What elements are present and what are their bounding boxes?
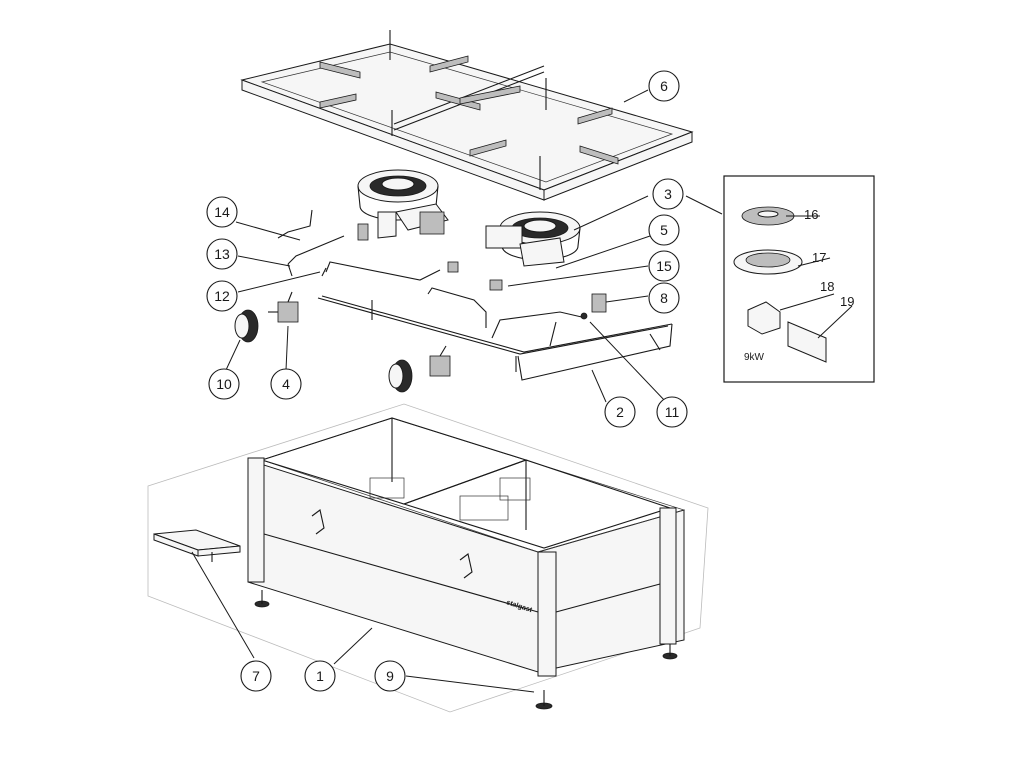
callout-13: 13 (206, 238, 238, 270)
svg-text:4: 4 (282, 376, 290, 392)
svg-text:10: 10 (216, 376, 232, 392)
callout-7: 7 (240, 660, 272, 692)
power-rating-label: 9kW (744, 352, 765, 363)
fittings-small (357, 223, 588, 320)
gas-valve-4 (268, 291, 299, 323)
callout-9: 9 (374, 660, 406, 692)
callout-6: 6 (648, 70, 680, 102)
svg-text:11: 11 (665, 404, 680, 420)
burner-right (485, 211, 581, 267)
adjustable-feet-9 (254, 590, 678, 710)
knob-10 (234, 309, 259, 343)
thermocouple-13 (287, 235, 345, 277)
pipe-14 (277, 209, 313, 239)
fitting-15 (489, 279, 503, 291)
svg-text:15: 15 (656, 258, 672, 274)
gas-manifold-2 (317, 295, 673, 381)
callout-2: 2 (604, 396, 636, 428)
pan-support-grate (240, 30, 694, 201)
knob-center (388, 359, 413, 393)
detail-18: 18 (820, 279, 834, 294)
tray-7 (153, 529, 241, 562)
svg-text:12: 12 (214, 288, 230, 304)
burner-left (357, 169, 449, 239)
callout-1: 1 (304, 660, 336, 692)
burner-detail-box: 9kW (723, 175, 875, 383)
svg-text:8: 8 (660, 290, 668, 306)
svg-text:9: 9 (386, 668, 394, 684)
detail-16: 16 (804, 207, 818, 222)
svg-text:7: 7 (252, 668, 260, 684)
svg-text:5: 5 (660, 222, 668, 238)
svg-text:1: 1 (316, 668, 324, 684)
callout-8: 8 (648, 282, 680, 314)
svg-text:14: 14 (214, 204, 230, 220)
svg-text:6: 6 (660, 78, 668, 94)
callout-14: 14 (206, 196, 238, 228)
callout-11: 11 (656, 396, 688, 428)
detail-19: 19 (840, 294, 854, 309)
pipe-center (427, 287, 587, 347)
appliance-body-frame: stalgast (147, 403, 709, 713)
gas-pipe-12 (321, 261, 441, 281)
callout-4: 4 (270, 368, 302, 400)
callout-3: 3 (652, 178, 684, 210)
detail-17: 17 (812, 250, 826, 265)
callout-15: 15 (648, 250, 680, 282)
callout-5: 5 (648, 214, 680, 246)
valve-8 (591, 293, 607, 313)
callout-10: 10 (208, 368, 240, 400)
svg-text:2: 2 (616, 404, 624, 420)
gas-valve-center (429, 345, 451, 377)
callout-12: 12 (206, 280, 238, 312)
svg-text:13: 13 (214, 246, 230, 262)
leader-lines (191, 89, 853, 693)
svg-text:3: 3 (664, 186, 672, 202)
